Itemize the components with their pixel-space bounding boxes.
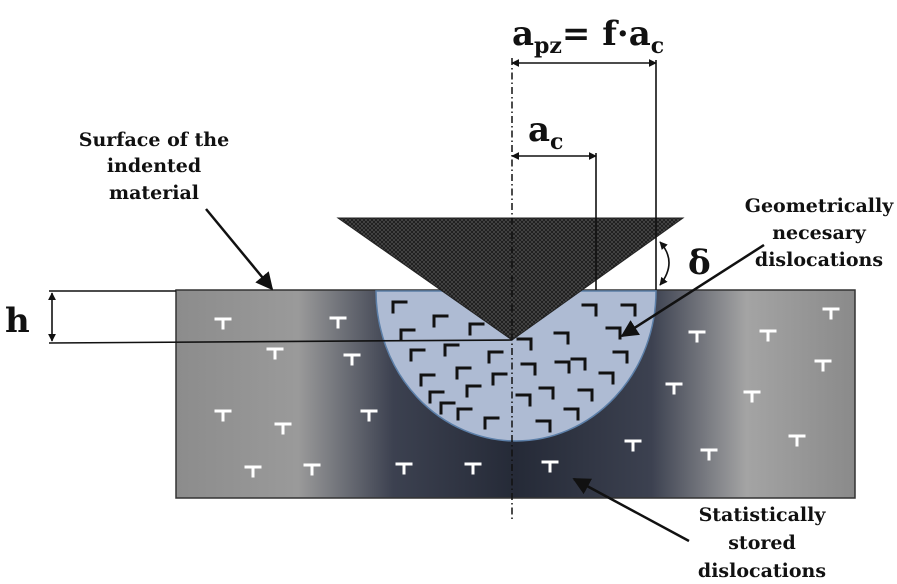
surface-leader-arrow — [205, 208, 274, 291]
ac-label: ac — [528, 110, 563, 155]
surface-label-line1: Surface of the — [79, 129, 229, 151]
surface-label-line2: indented — [107, 155, 201, 177]
svg-text:apz= f·ac: apz= f·ac — [512, 14, 664, 59]
gnd-label-line3: dislocations — [755, 249, 883, 271]
ssd-label-line2: stored — [728, 532, 796, 554]
ac-base: a — [528, 110, 550, 150]
apz-sub: pz — [534, 33, 562, 59]
ac-sub: c — [550, 129, 563, 155]
ssd-label-line3: dislocations — [698, 560, 826, 582]
ac-dimension — [511, 152, 597, 290]
gnd-label-line2: necesary — [772, 222, 867, 244]
ssd-leader-arrow — [572, 477, 690, 543]
delta-label: δ — [688, 243, 711, 283]
apz-eq: = f·a — [562, 14, 651, 54]
gnd-leader-arrow — [620, 243, 765, 338]
apz-base: a — [512, 14, 534, 54]
h-label: h — [5, 301, 30, 341]
surface-label-line3: material — [109, 182, 199, 204]
gnd-label-line1: Geometrically — [745, 195, 894, 217]
apz-dimension — [511, 59, 657, 290]
apz-eq-sub: c — [651, 33, 664, 59]
svg-text:ac: ac — [528, 110, 563, 155]
apz-label: apz= f·ac — [512, 14, 664, 59]
h-dimension — [48, 290, 513, 344]
ssd-label-line1: Statistically — [699, 504, 827, 526]
delta-arc — [659, 241, 670, 286]
ssd-dislocations — [214, 307, 840, 478]
gnd-dislocations — [391, 300, 637, 433]
